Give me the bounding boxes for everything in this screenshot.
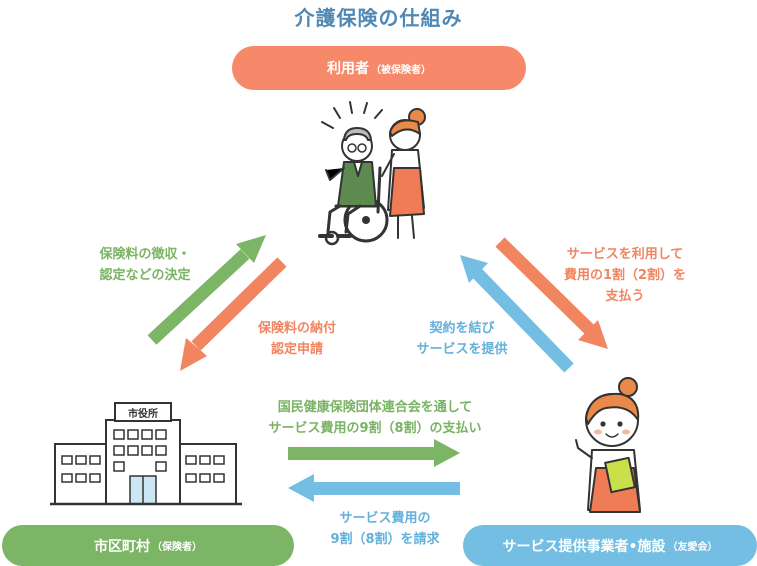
- provider-node: サービス提供事業者•施設（友愛会）: [463, 525, 757, 566]
- flow-label-user-to-provider: サービスを利用して 費用の1割（2割）を 支払う: [535, 244, 715, 307]
- arrow-user-to-city: [180, 257, 287, 371]
- city-node-sub: （保険者）: [152, 542, 202, 553]
- flow-label-line: 認定申請: [270, 342, 323, 357]
- flow-label-line: 保険料の徴収・: [99, 247, 191, 262]
- flow-label-line: 保険料の納付: [257, 321, 336, 336]
- flow-label-line: 9割（8割）を請求: [330, 532, 440, 547]
- flow-label-line: サービス費用の: [339, 511, 431, 526]
- city-hall-illustration: [50, 402, 242, 506]
- building-sign: 市役所: [128, 407, 158, 420]
- user-node: 利用者（被保険者）: [232, 46, 526, 90]
- flow-label-line: 国民健康保険団体連合会を通して: [277, 400, 473, 415]
- provider-node-label: サービス提供事業者•施設: [502, 538, 666, 555]
- flow-label-city-to-provider: 国民健康保険団体連合会を通して サービス費用の9割（8割）の支払い: [225, 397, 525, 439]
- flow-label-line: サービス費用の9割（8割）の支払い: [268, 421, 482, 436]
- arrow-user-to-provider: [495, 237, 608, 349]
- page-title: 介護保険の仕組み: [294, 6, 463, 30]
- flow-label-line: サービスを利用して: [566, 247, 684, 262]
- staff-illustration: [575, 377, 641, 513]
- arrow-city-to-user: [147, 235, 266, 345]
- city-node: 市区町村（保険者）: [2, 525, 294, 566]
- arrow-provider-to-user: [460, 255, 574, 373]
- provider-node-sub: （友愛会）: [667, 542, 718, 553]
- flow-label-city-to-user: 保険料の徴収・ 認定などの決定: [70, 244, 220, 286]
- arrow-provider-to-city: [288, 474, 460, 502]
- user-node-label: 利用者: [327, 61, 369, 77]
- city-node-label: 市区町村: [94, 538, 150, 555]
- flow-label-line: 支払う: [605, 289, 645, 304]
- flow-label-line: 費用の1割（2割）を: [563, 268, 687, 283]
- flow-label-user-to-city: 保険料の納付 認定申請: [232, 318, 362, 360]
- flow-label-provider-to-user: 契約を結び サービスを提供: [392, 318, 532, 360]
- arrow-city-to-provider: [288, 439, 460, 467]
- flow-label-line: 契約を結び: [429, 321, 495, 336]
- user-node-sub: （被保険者）: [371, 64, 431, 76]
- wheelchair-user-illustration: [318, 101, 426, 246]
- flow-label-line: サービスを提供: [416, 342, 508, 357]
- flow-label-provider-to-city: サービス費用の 9割（8割）を請求: [285, 508, 485, 550]
- flow-label-line: 認定などの決定: [99, 268, 191, 283]
